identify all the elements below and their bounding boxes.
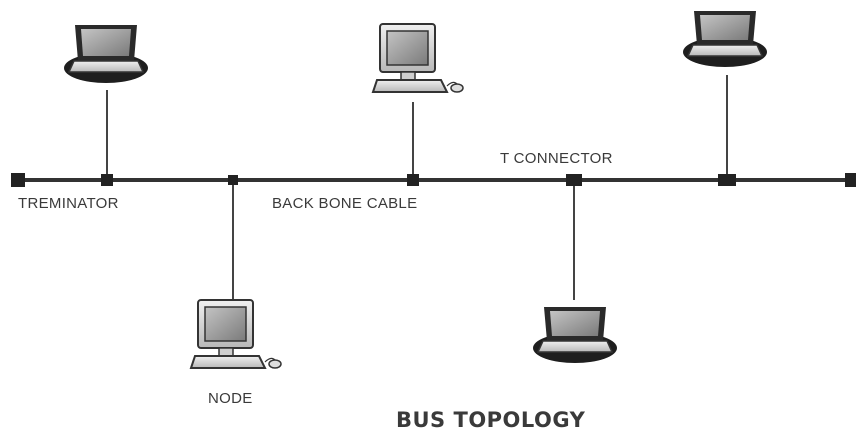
backbone-cable-label: BACK BONE CABLE	[272, 195, 418, 212]
terminator-label: TREMINATOR	[18, 195, 119, 212]
desktop-computer-icon	[371, 23, 464, 93]
desktop-computer-icon	[189, 299, 282, 369]
laptop-icon	[533, 307, 617, 363]
terminator-right	[845, 173, 856, 187]
laptop-icon	[64, 25, 148, 83]
terminator-left	[11, 173, 25, 187]
node-label: NODE	[208, 390, 253, 407]
t-connector-1	[101, 174, 113, 186]
laptop-icon	[683, 11, 767, 67]
t-connector-5	[718, 174, 736, 186]
diagram-title: BUS TOPOLOGY	[396, 408, 586, 432]
t-connector-2	[228, 175, 238, 185]
t-connector-4	[566, 174, 582, 186]
t-connector-label: T CONNECTOR	[500, 150, 613, 167]
t-connector-3	[407, 174, 419, 186]
